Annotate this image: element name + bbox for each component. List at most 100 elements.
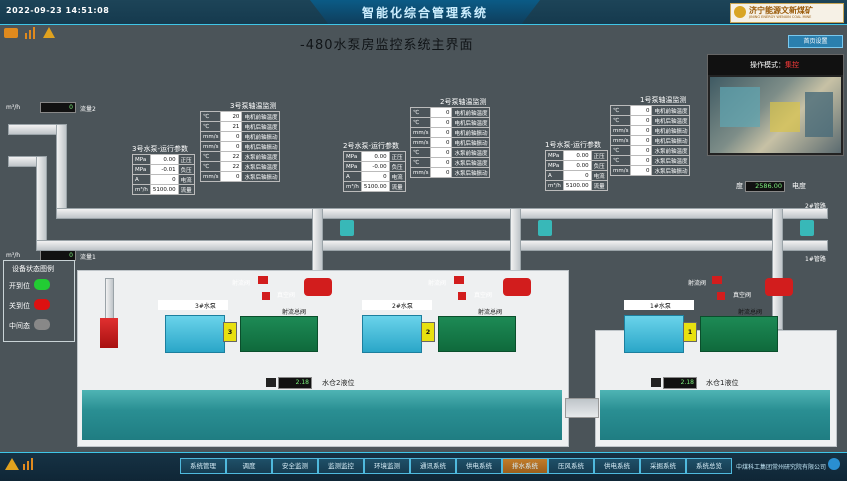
label-cell: 电机后轴振动: [651, 135, 691, 146]
pump3-motor[interactable]: [165, 315, 225, 353]
unit-cell: mm/s: [409, 137, 432, 148]
nav-item[interactable]: 通讯系统: [410, 458, 456, 474]
nav-item[interactable]: 压风系统: [548, 458, 594, 474]
pump-nameplate-label: 2#水泵: [392, 303, 413, 310]
power-meter-label: 电度: [792, 182, 806, 190]
pipe-label: 2#管路: [805, 203, 826, 210]
pump1-nameplate: [624, 300, 694, 310]
gate-valve-icon[interactable]: [340, 220, 354, 236]
value-cell: 0: [220, 141, 243, 152]
connector-valve-icon[interactable]: [565, 398, 599, 418]
camera-feed[interactable]: 操作模式：集控: [707, 54, 844, 156]
nav-item[interactable]: 环境监测: [364, 458, 410, 474]
unit-cell: ℃: [609, 115, 632, 126]
home-settings-button[interactable]: 首页设置: [788, 35, 843, 48]
nav-item[interactable]: 供电系统: [456, 458, 502, 474]
priming-tank-icon[interactable]: [100, 318, 118, 348]
pump2-motor[interactable]: [362, 315, 422, 353]
pump1-motor[interactable]: [624, 315, 684, 353]
pump1-vacuum-valve-icon[interactable]: [717, 292, 725, 300]
nav-item[interactable]: 系统总览: [686, 458, 732, 474]
unit-cell: MPa: [545, 160, 564, 171]
unit-cell: m³/h: [132, 184, 151, 195]
datetime: 2022-09-23 14:51:08: [6, 6, 110, 15]
main-pipe-2: [56, 208, 828, 219]
flowmeter-unit: m³/h: [6, 104, 21, 111]
legend-label: 中间态: [9, 322, 30, 330]
pump1-outlet-valve-icon[interactable]: [765, 278, 793, 296]
label-cell: 水泵后轴温度: [451, 157, 491, 168]
pump2-jet-valve-icon[interactable]: [454, 276, 464, 284]
back-icon[interactable]: [4, 28, 18, 38]
pump-number-badge: 3: [223, 322, 237, 342]
unit-cell: ℃: [199, 121, 222, 132]
logo-subtext: JINING ENERGY WENXIN COAL MINE: [749, 15, 812, 19]
nav-item[interactable]: 监测监控: [318, 458, 364, 474]
label-cell: 水泵前轴温度: [451, 147, 491, 158]
pump3-body[interactable]: [240, 316, 318, 352]
unit-cell: MPa: [343, 151, 362, 162]
gate-valve-icon[interactable]: [800, 220, 814, 236]
label-cell: 电流: [388, 171, 406, 182]
pump1-body[interactable]: [700, 316, 778, 352]
pump3-outlet-valve-icon[interactable]: [304, 278, 332, 296]
pump2-vacuum-valve-icon[interactable]: [458, 292, 466, 300]
tank-level-value: 2.18: [278, 377, 312, 389]
chart-icon[interactable]: [23, 458, 35, 470]
nav-item-active[interactable]: 排水系统: [502, 458, 548, 474]
value-cell: 0: [430, 127, 453, 138]
unit-cell: A: [132, 174, 151, 185]
riser-pipe-lower: [36, 156, 47, 246]
flowmeter-unit: m³/h: [6, 252, 21, 259]
company-name: 中煤科工集团常州研究院有限公司: [736, 464, 827, 471]
unit-cell: ℃: [409, 147, 432, 158]
video-machine-shape: [770, 102, 800, 132]
unit-cell: mm/s: [609, 165, 632, 176]
nav-item[interactable]: 采掘系统: [640, 458, 686, 474]
warning-icon[interactable]: [5, 458, 19, 470]
pump2-outlet-valve-icon[interactable]: [503, 278, 531, 296]
value-cell: -0.01: [149, 164, 179, 175]
valve-label: 真空阀: [733, 292, 752, 299]
chart-icon[interactable]: [24, 27, 38, 39]
label-cell: 电机前轴温度: [651, 105, 691, 116]
nav-item[interactable]: 调度: [226, 458, 272, 474]
power-meter-unit: 度: [736, 182, 743, 190]
value-cell: 0: [630, 105, 653, 116]
flowmeter-label: 流量1: [80, 254, 96, 261]
gate-valve-icon[interactable]: [538, 220, 552, 236]
nav-item[interactable]: 安全监测: [272, 458, 318, 474]
value-cell: 22: [220, 151, 243, 162]
label-cell: 流量: [590, 180, 608, 191]
alarm-icon[interactable]: [43, 27, 55, 38]
pump3-vacuum-valve-icon[interactable]: [262, 292, 270, 300]
pump1-jet-valve-icon[interactable]: [712, 276, 722, 284]
nav-item[interactable]: 系统管理: [180, 458, 226, 474]
panel-title: 2号泵轴温监测: [440, 98, 487, 106]
main-pipe-1: [36, 240, 828, 251]
info-icon[interactable]: [828, 458, 840, 470]
label-cell: 电机后轴温度: [451, 117, 491, 128]
unit-cell: ℃: [609, 155, 632, 166]
pump2-body[interactable]: [438, 316, 516, 352]
nav-item[interactable]: 供电系统: [594, 458, 640, 474]
mode-label: 操作模式：集控: [750, 61, 799, 69]
pump3-jet-valve-icon[interactable]: [258, 276, 268, 284]
unit-cell: mm/s: [199, 131, 222, 142]
label-cell: 正压: [388, 151, 406, 162]
value-cell: -0.00: [360, 161, 390, 172]
label-cell: 水泵后轴温度: [241, 161, 281, 172]
